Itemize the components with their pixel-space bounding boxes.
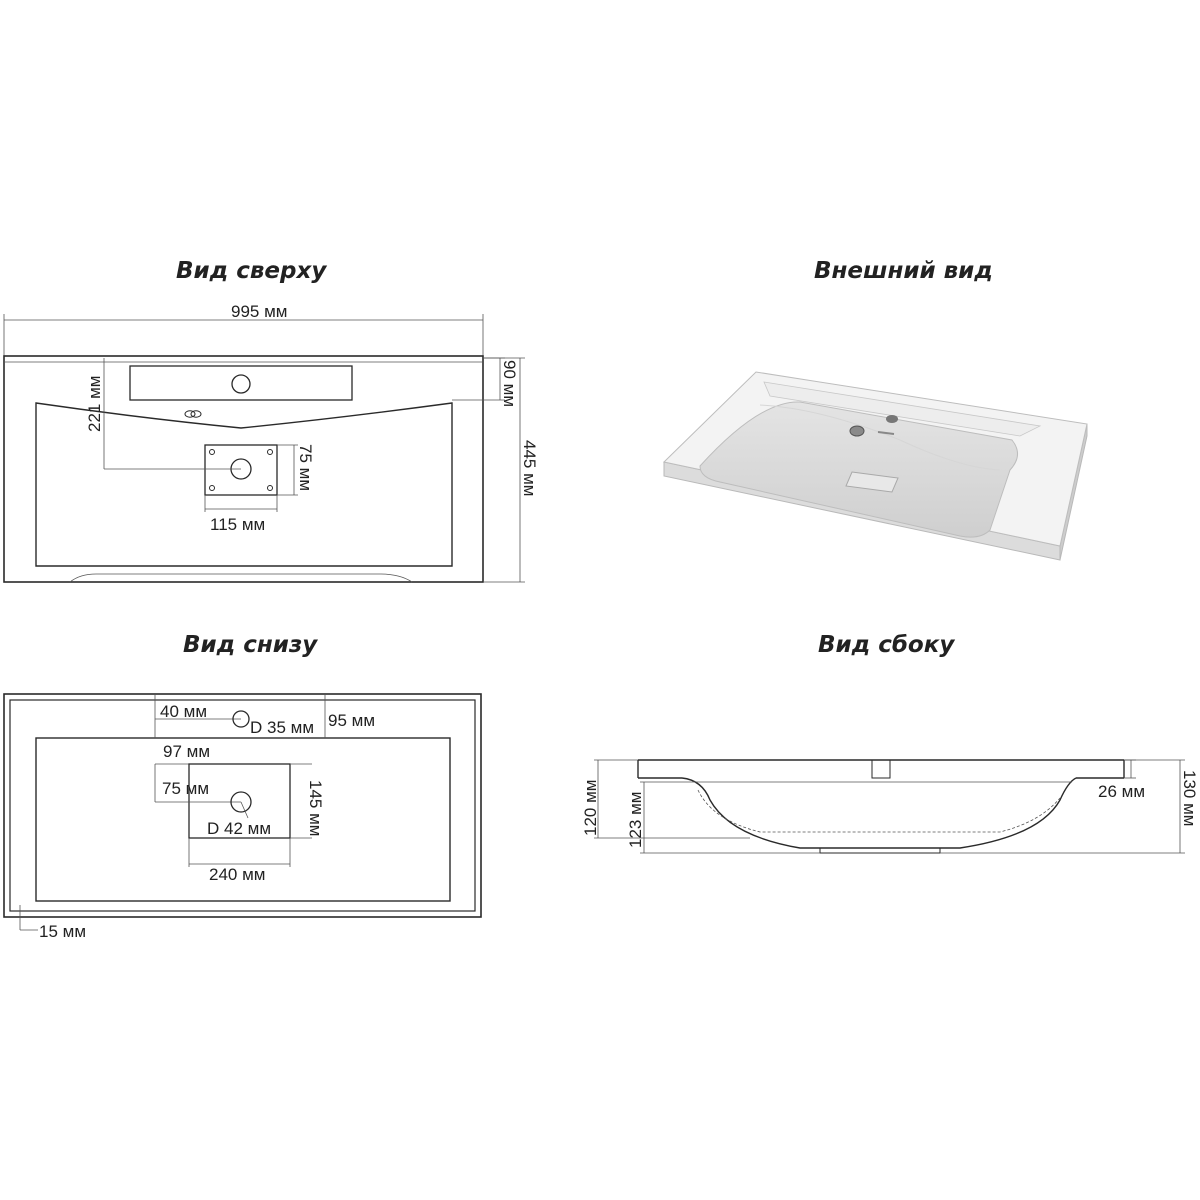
bracket-height-label: 75 мм xyxy=(296,444,315,491)
rim-thickness-label: 26 мм xyxy=(1098,782,1145,801)
height-left-label: 120 мм xyxy=(581,780,600,836)
side-view-drawing: 120 мм 123 мм 26 мм 130 мм xyxy=(581,759,1199,854)
overflow-icon xyxy=(184,410,202,418)
total-height-label: 130 мм xyxy=(1180,770,1199,826)
drain-y-label: 75 мм xyxy=(162,779,209,798)
basin-bowl xyxy=(699,401,1018,538)
drain-bracket xyxy=(204,444,278,496)
bracket-width-label: 115 мм xyxy=(210,515,265,534)
depth-label: 445 мм xyxy=(520,440,539,496)
bottom-view-title: Вид снизу xyxy=(183,632,318,658)
drain-plate xyxy=(845,471,899,493)
exterior-view-title: Внешний вид xyxy=(814,258,993,284)
tap-deck xyxy=(129,365,353,401)
tap-offset-label: 40 мм xyxy=(160,702,207,721)
tap-diameter-label: D 35 мм xyxy=(250,718,314,737)
width-label: 995 мм xyxy=(231,302,287,321)
exterior-view-drawing xyxy=(662,371,1088,561)
tap-hole-3d xyxy=(886,415,898,423)
top-outline xyxy=(3,355,484,583)
drain-block-width-label: 240 мм xyxy=(209,865,265,884)
basin-outline xyxy=(35,402,453,567)
overflow-3d xyxy=(849,425,865,437)
rim-label: 15 мм xyxy=(39,922,86,941)
drain-diameter-label: D 42 мм xyxy=(207,819,271,838)
drain-offset-label: 221 мм xyxy=(85,376,104,432)
bottom-outline xyxy=(3,693,482,918)
tap-block-label: 95 мм xyxy=(328,711,375,730)
side-view-title: Вид сбоку xyxy=(818,632,955,658)
bottom-view-drawing: 40 мм D 35 мм 95 мм 97 мм 75 мм D 42 мм … xyxy=(3,693,482,941)
back-ledge-label: 90 мм xyxy=(500,360,519,407)
top-view-title: Вид сверху xyxy=(176,258,327,284)
tap-hole xyxy=(231,374,251,394)
bowl-depth-label: 123 мм xyxy=(626,792,645,848)
basin-underside xyxy=(35,737,451,902)
top-view-drawing: 995 мм 221 мм 75 мм xyxy=(3,302,539,583)
drain-block-height-label: 145 мм xyxy=(306,780,325,836)
drain-hole-bottom xyxy=(230,791,252,813)
drain-x-label: 97 мм xyxy=(163,742,210,761)
tap-hole-bottom xyxy=(232,710,250,728)
drain-block xyxy=(188,763,291,839)
bowl-profile xyxy=(681,777,1077,849)
